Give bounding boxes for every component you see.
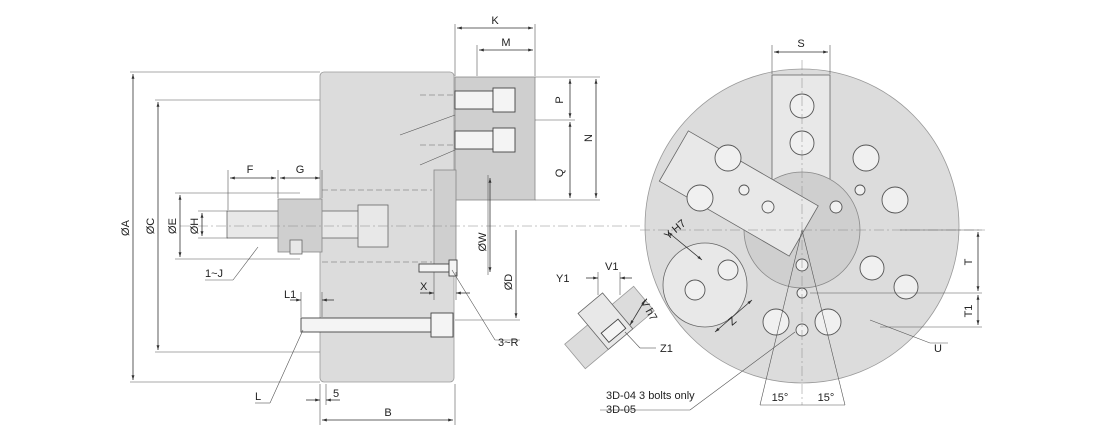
set-screw <box>418 263 450 273</box>
jaw-left-bolt-2 <box>717 259 739 281</box>
label-angle-1: 15° <box>772 392 789 404</box>
shaft-nut <box>289 239 303 255</box>
note-3d05: 3D-05 <box>606 404 636 416</box>
label-M: M <box>501 37 510 49</box>
jaw-bolt-1 <box>454 90 494 110</box>
label-dH: ØH <box>189 218 201 235</box>
jaw-left-bolt-1 <box>684 279 706 301</box>
label-5: 5 <box>333 388 339 400</box>
small-hole-6 <box>854 184 866 196</box>
label-Z1: Z1 <box>660 343 673 355</box>
label-angle-2: 15° <box>818 392 835 404</box>
label-dE: ØE <box>167 218 179 234</box>
side-view: ØA ØC ØE ØH F G 1~J L1 L <box>120 15 640 425</box>
label-U: U <box>934 343 942 355</box>
face-hole-5 <box>762 308 790 336</box>
jaw-right-bolt-2 <box>893 274 919 300</box>
label-3R: 3~R <box>498 337 519 349</box>
jaw-left-disc <box>662 242 748 328</box>
label-dA: ØA <box>120 219 132 236</box>
key-detail: Y1 V1 V h7 Z1 <box>556 261 673 370</box>
jaw-bolt-2 <box>454 130 494 150</box>
label-V1: V1 <box>605 261 618 273</box>
label-L: L <box>255 391 261 403</box>
label-F: F <box>247 164 254 176</box>
face-hole-3 <box>852 144 880 172</box>
face-hole-1 <box>714 144 742 172</box>
label-B: B <box>384 407 391 419</box>
mounting-plate <box>433 169 457 271</box>
label-G: G <box>296 164 305 176</box>
jaw-right <box>658 130 819 257</box>
small-hole-5 <box>738 184 750 196</box>
jaw-bolt-head-2 <box>492 127 516 153</box>
face-hole-4 <box>881 186 909 214</box>
label-Y1: Y1 <box>556 273 569 285</box>
label-S: S <box>797 38 804 50</box>
face-hole-6 <box>814 308 842 336</box>
small-hole-1 <box>761 200 775 214</box>
label-P: P <box>554 96 566 103</box>
mount-bolt-shank <box>300 317 432 333</box>
set-screw-head <box>448 259 458 277</box>
label-1J: 1~J <box>205 268 223 280</box>
mount-bolt-head <box>430 312 454 338</box>
label-dD: ØD <box>503 274 515 291</box>
key-insert <box>577 292 634 351</box>
label-K: K <box>491 15 499 27</box>
front-view: S T T1 U Y H7 Z 15° 15° 3D-04 3 bolts on… <box>600 38 985 416</box>
label-dW: ØW <box>477 232 489 252</box>
small-hole-2 <box>829 200 843 214</box>
label-Q: Q <box>554 168 566 177</box>
label-dC: ØC <box>145 218 157 235</box>
label-X: X <box>420 281 428 293</box>
face-hole-2 <box>686 184 714 212</box>
label-T1: T1 <box>963 305 975 318</box>
label-T: T <box>963 258 975 265</box>
label-L1: L1 <box>284 289 296 301</box>
jaw-bolt-head-1 <box>492 87 516 113</box>
note-3d04: 3D-04 3 bolts only <box>606 390 695 402</box>
jaw-right-bolt-1 <box>859 255 885 281</box>
label-N: N <box>583 134 595 142</box>
key-pin <box>600 318 627 344</box>
